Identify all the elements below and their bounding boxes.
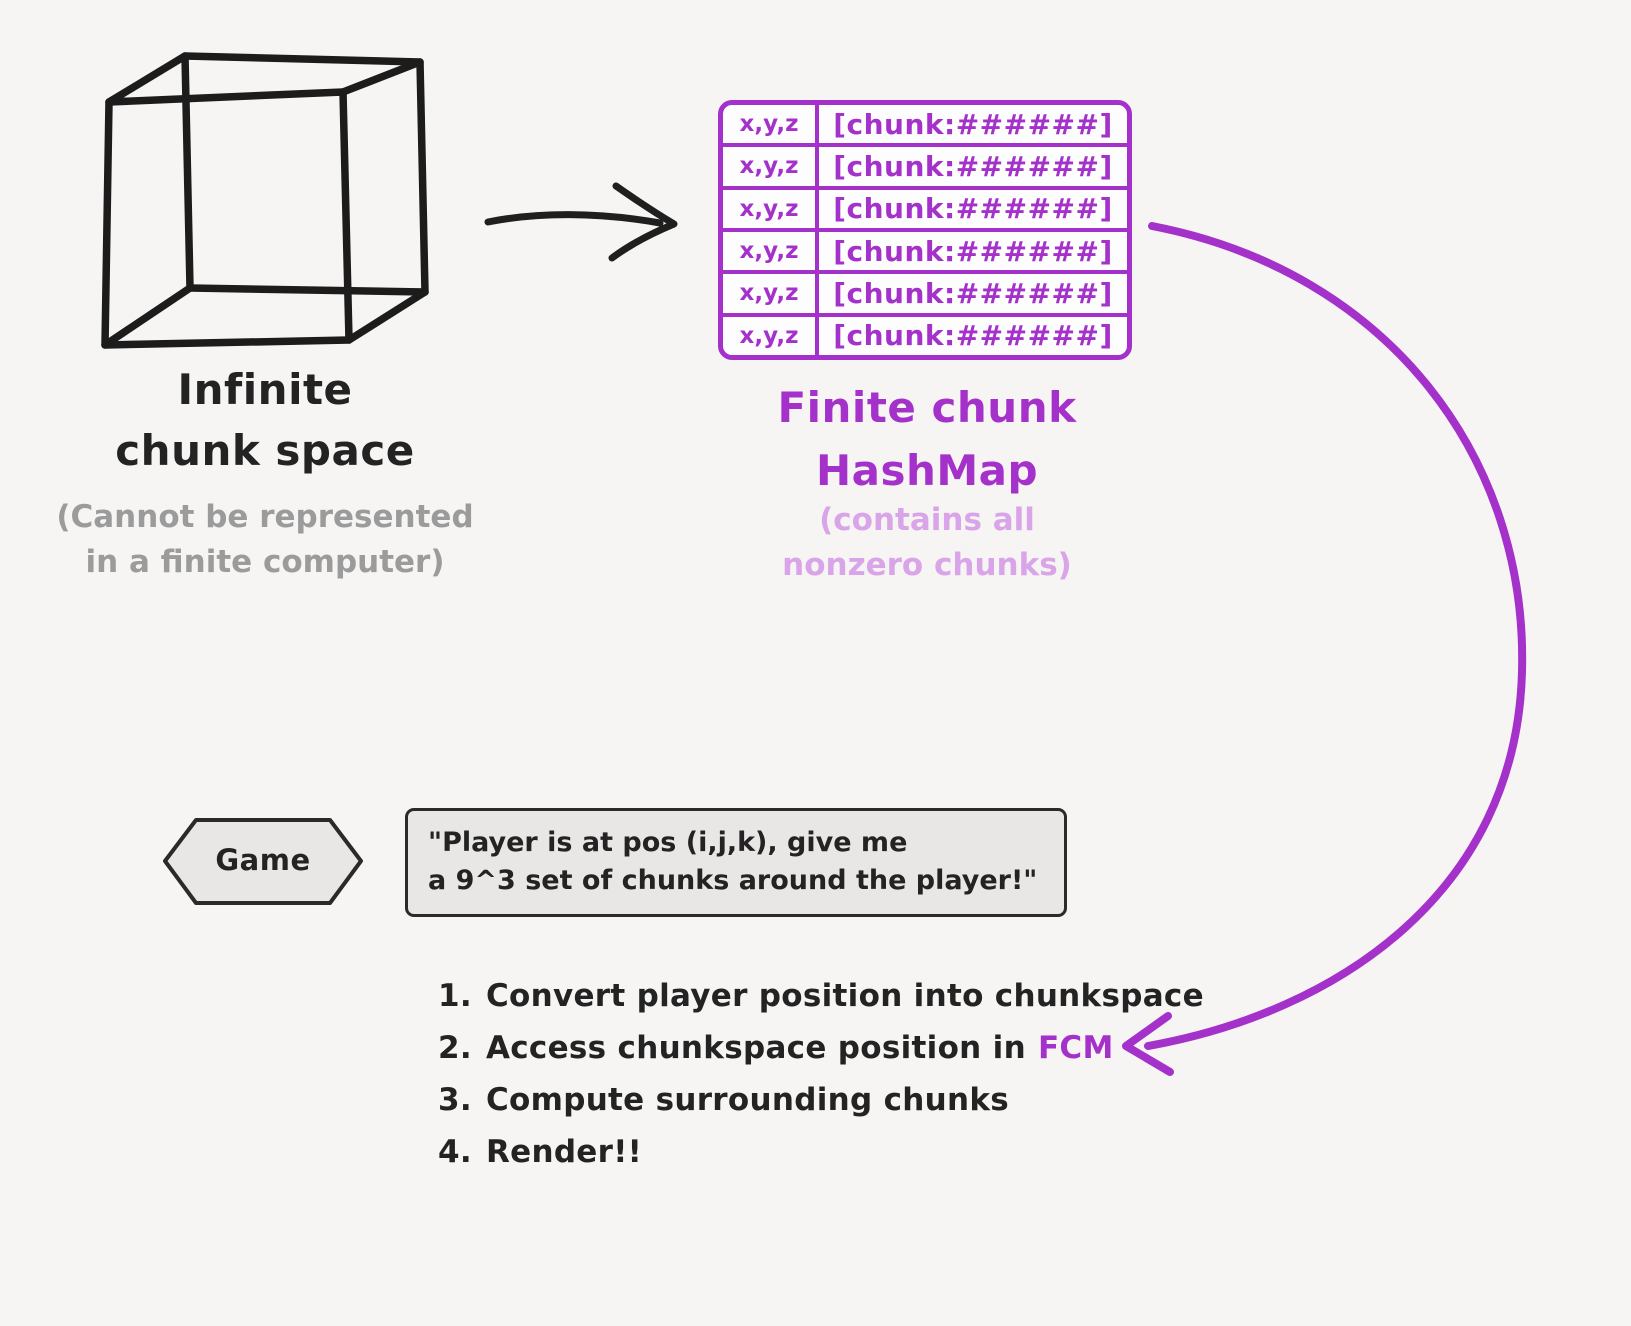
cell-key: x,y,z bbox=[723, 274, 819, 313]
cell-key: x,y,z bbox=[723, 231, 819, 271]
game-badge: Game bbox=[158, 812, 368, 912]
step-text: Access chunkspace position in bbox=[485, 1030, 1026, 1066]
infinite-space-title-line1: Infinite bbox=[177, 365, 353, 414]
step-number: 3. bbox=[438, 1082, 472, 1118]
arrow-right-icon bbox=[484, 182, 678, 262]
cell-key: x,y,z bbox=[723, 147, 819, 186]
table-row: x,y,z [chunk:######] bbox=[723, 274, 1127, 317]
cell-key: x,y,z bbox=[723, 105, 819, 144]
step-item-1: 1. Convert player position into chunkspa… bbox=[438, 978, 1216, 1014]
cell-value: [chunk:######] bbox=[833, 107, 1113, 141]
table-row: x,y,z [chunk:######] bbox=[723, 147, 1127, 190]
table-row: x,y,z [chunk:######] bbox=[723, 189, 1127, 232]
step-item-2: 2. Access chunkspace position in FCM bbox=[438, 1030, 1216, 1066]
hashmap-title-line1: Finite chunk bbox=[777, 383, 1077, 432]
table-row: x,y,z [chunk:######] bbox=[723, 316, 1127, 355]
infinite-space-title: Infinite chunk space bbox=[90, 360, 440, 482]
step-number: 2. bbox=[438, 1030, 472, 1066]
table-row: x,y,z [chunk:######] bbox=[723, 105, 1127, 148]
step-text: Render!! bbox=[485, 1134, 643, 1170]
step-text: Convert player position into chunkspace bbox=[485, 978, 1204, 1014]
step-number: 4. bbox=[438, 1134, 472, 1170]
cell-key: x,y,z bbox=[723, 189, 819, 228]
infinite-space-title-line2: chunk space bbox=[115, 425, 415, 475]
game-quote-box: "Player is at pos (i,j,k), give me a 9^3… bbox=[405, 808, 1067, 917]
chunk-hashmap-table: x,y,z [chunk:######] x,y,z [chunk:######… bbox=[718, 100, 1132, 360]
cell-value: [chunk:######] bbox=[833, 276, 1113, 310]
cell-key: x,y,z bbox=[723, 316, 819, 355]
cell-value: [chunk:######] bbox=[833, 192, 1113, 226]
infinite-space-caption: (Cannot be represented in a finite compu… bbox=[40, 495, 490, 585]
hexagon-shape-icon bbox=[163, 818, 363, 905]
cell-value: [chunk:######] bbox=[833, 149, 1113, 183]
table-row: x,y,z [chunk:######] bbox=[723, 231, 1127, 275]
step-item-3: 3. Compute surrounding chunks bbox=[438, 1082, 1216, 1118]
step-number: 1. bbox=[438, 978, 472, 1014]
quote-line1: "Player is at pos (i,j,k), give me bbox=[428, 827, 908, 858]
hashmap-caption: (contains all nonzero chunks) bbox=[718, 498, 1136, 588]
hashmap-caption-line1: (contains all bbox=[819, 502, 1035, 538]
infinite-space-caption-line2: in a finite computer) bbox=[85, 543, 445, 580]
hashmap-caption-line2: nonzero chunks) bbox=[782, 546, 1072, 583]
hashmap-title-line2: HashMap bbox=[815, 446, 1039, 495]
steps-list: 1. Convert player position into chunkspa… bbox=[438, 978, 1216, 1186]
infinite-space-caption-line1: (Cannot be represented bbox=[56, 499, 474, 535]
hashmap-title: Finite chunk HashMap bbox=[718, 376, 1136, 502]
cube-icon bbox=[101, 52, 429, 349]
step-text: Compute surrounding chunks bbox=[485, 1082, 1010, 1118]
quote-line2: a 9^3 set of chunks around the player!" bbox=[428, 864, 1038, 896]
step-highlight-fcm: FCM bbox=[1037, 1030, 1114, 1066]
cell-value: [chunk:######] bbox=[833, 234, 1113, 268]
step-item-4: 4. Render!! bbox=[438, 1134, 1216, 1170]
cell-value: [chunk:######] bbox=[833, 319, 1113, 353]
game-badge-label: Game bbox=[215, 843, 311, 877]
